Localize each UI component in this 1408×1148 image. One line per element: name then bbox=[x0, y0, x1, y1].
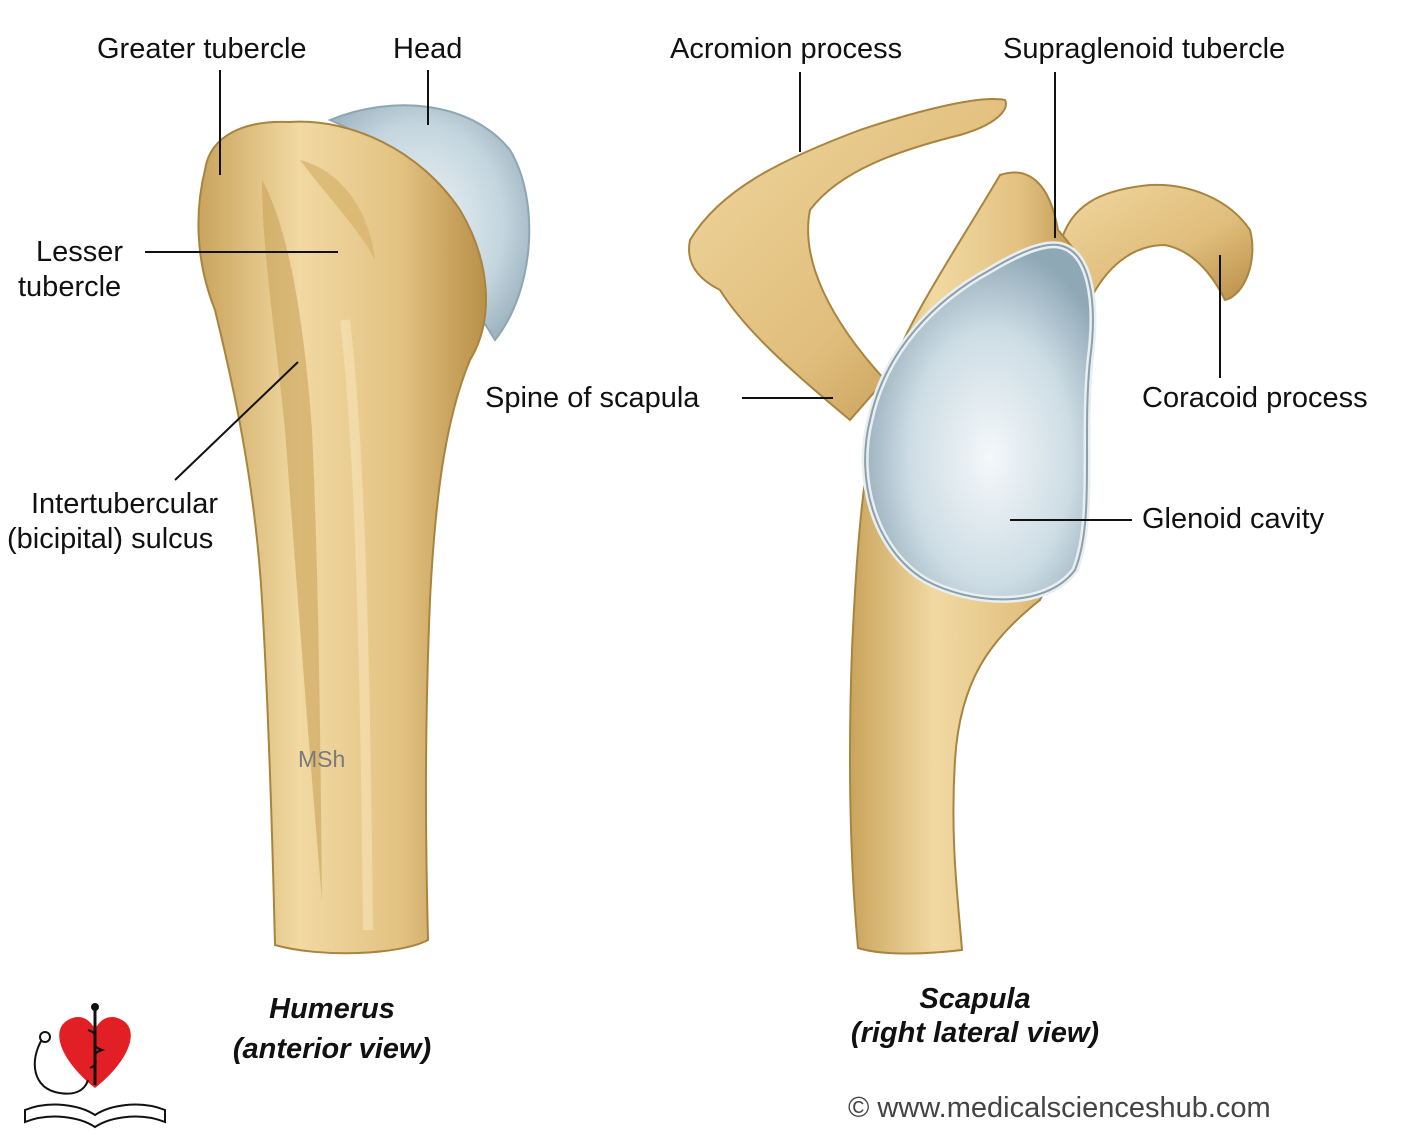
scapula-caption-title: Scapula bbox=[919, 983, 1031, 1015]
humerus-caption-title: Humerus bbox=[269, 993, 395, 1025]
leader-lines bbox=[145, 70, 1221, 521]
copyright-text: © www.medicalscienceshub.com bbox=[848, 1092, 1271, 1124]
glenoid-rim-outline bbox=[864, 243, 1094, 601]
label-head: Head bbox=[393, 33, 463, 65]
logo-serpent bbox=[87, 1029, 106, 1069]
label-lesser-tubercle-line2: tubercle bbox=[18, 271, 122, 303]
leader-intertubercular bbox=[174, 361, 299, 481]
glenoid-cavity-surface bbox=[861, 241, 1097, 603]
watermark: MSh bbox=[298, 746, 346, 772]
scapula-drawing bbox=[688, 98, 1254, 955]
humerus-bone bbox=[197, 120, 487, 955]
label-glenoid-cavity: Glenoid cavity bbox=[1142, 503, 1325, 535]
lesser-tubercle-ridge bbox=[300, 160, 375, 260]
label-intertubercular-line1: Intertubercular bbox=[31, 488, 218, 520]
coracoid-bone bbox=[1058, 183, 1254, 302]
logo-staff-top bbox=[91, 1003, 99, 1011]
label-acromion-process: Acromion process bbox=[670, 33, 903, 65]
humerus-drawing bbox=[197, 104, 531, 955]
site-logo bbox=[24, 1003, 166, 1129]
logo-book bbox=[24, 1103, 166, 1129]
label-greater-tubercle: Greater tubercle bbox=[97, 33, 307, 65]
humerus-caption-view: (anterior view) bbox=[232, 1033, 432, 1065]
label-intertubercular-line2: (bicipital) sulcus bbox=[7, 523, 214, 555]
shaft-highlight bbox=[340, 319, 373, 931]
logo-stethoscope bbox=[33, 1034, 89, 1095]
label-spine-of-scapula: Spine of scapula bbox=[485, 382, 700, 414]
logo-stethoscope-bell bbox=[39, 1031, 51, 1043]
acromion-spine-bone bbox=[688, 98, 1007, 422]
label-lesser-tubercle-line1: Lesser bbox=[36, 236, 124, 268]
label-supraglenoid-tubercle: Supraglenoid tubercle bbox=[1003, 33, 1286, 65]
scapula-caption-view: (right lateral view) bbox=[850, 1017, 1100, 1049]
label-coracoid-process: Coracoid process bbox=[1142, 382, 1368, 414]
